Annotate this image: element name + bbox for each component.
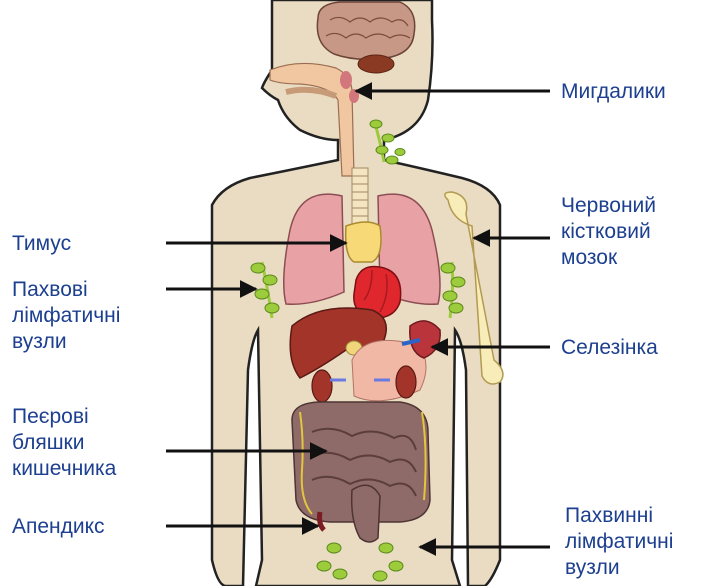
label-thymus-text: Тимус [12, 231, 71, 257]
label-bone-marrow-line1: Червоний [561, 193, 656, 219]
label-inguinal-line1: Пахвинні [565, 503, 673, 529]
label-tonsils: Мигдалики [561, 79, 666, 105]
label-inguinal-line2: лімфатичні [565, 529, 673, 555]
label-inguinal-line3: вузли [565, 555, 673, 581]
label-axillary-line3: вузли [12, 329, 120, 355]
label-bone-marrow-line2: кістковий [561, 219, 656, 245]
label-spleen: Селезінка [561, 335, 658, 361]
label-axillary-line1: Пахвові [12, 277, 120, 303]
label-thymus: Тимус [12, 231, 71, 257]
label-spleen-text: Селезінка [561, 335, 658, 361]
label-appendix-text: Апендикс [12, 514, 105, 540]
label-inguinal-nodes: Пахвинні лімфатичні вузли [565, 503, 673, 581]
label-peyers-line2: бляшки [12, 430, 116, 456]
label-bone-marrow-line3: мозок [561, 245, 656, 271]
label-appendix: Апендикс [12, 514, 105, 540]
label-axillary-nodes: Пахвові лімфатичні вузли [12, 277, 120, 355]
label-axillary-line2: лімфатичні [12, 303, 120, 329]
label-peyers-patches: Пеєрові бляшки кишечника [12, 404, 116, 482]
label-peyers-line3: кишечника [12, 456, 116, 482]
cerebellum [358, 55, 394, 73]
label-tonsils-text: Мигдалики [561, 79, 666, 105]
trachea [352, 168, 368, 224]
label-bone-marrow: Червоний кістковий мозок [561, 193, 656, 271]
label-peyers-line1: Пеєрові [12, 404, 116, 430]
thymus-organ [346, 222, 381, 262]
